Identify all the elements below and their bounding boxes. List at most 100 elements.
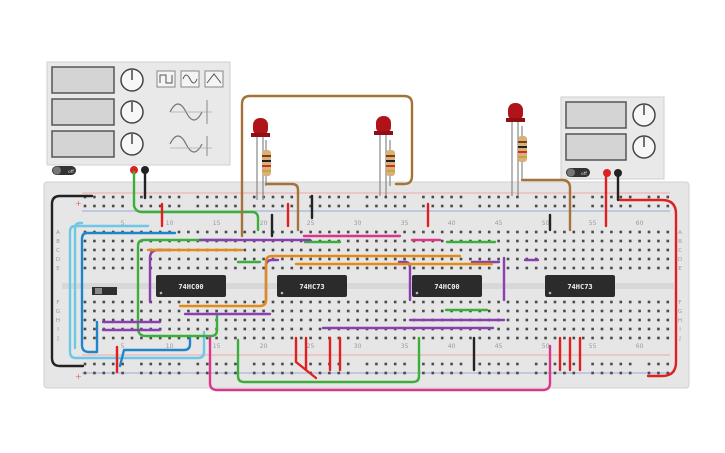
breadboard-hole[interactable]: [140, 257, 143, 261]
breadboard-hole[interactable]: [572, 309, 576, 313]
breadboard-hole[interactable]: [252, 300, 256, 304]
breadboard-hole[interactable]: [534, 318, 538, 322]
breadboard-hole[interactable]: [657, 327, 660, 331]
breadboard-hole[interactable]: [563, 230, 566, 234]
breadboard-hole[interactable]: [497, 309, 500, 313]
breadboard-hole[interactable]: [243, 230, 247, 234]
breadboard-hole[interactable]: [168, 309, 171, 313]
breadboard-hole[interactable]: [93, 318, 96, 322]
breadboard-hole[interactable]: [205, 327, 209, 331]
breadboard-hole[interactable]: [140, 195, 143, 199]
breadboard-hole[interactable]: [243, 266, 247, 270]
breadboard-hole[interactable]: [318, 266, 322, 270]
breadboard-hole[interactable]: [337, 248, 341, 252]
breadboard-hole[interactable]: [412, 257, 416, 261]
breadboard-hole[interactable]: [638, 248, 641, 252]
breadboard-hole[interactable]: [563, 362, 566, 366]
breadboard-hole[interactable]: [102, 300, 106, 304]
breadboard-hole[interactable]: [281, 300, 284, 304]
positive-terminal[interactable]: [130, 166, 138, 174]
breadboard-hole[interactable]: [657, 239, 660, 243]
breadboard-hole[interactable]: [234, 300, 237, 304]
breadboard-hole[interactable]: [111, 318, 115, 322]
breadboard-hole[interactable]: [412, 336, 416, 340]
breadboard-hole[interactable]: [497, 266, 500, 270]
breadboard-hole[interactable]: [459, 371, 463, 375]
breadboard-hole[interactable]: [196, 300, 200, 304]
breadboard-hole[interactable]: [384, 195, 388, 199]
breadboard-hole[interactable]: [657, 230, 660, 234]
breadboard-hole[interactable]: [440, 309, 444, 313]
breadboard-hole[interactable]: [234, 266, 237, 270]
breadboard-hole[interactable]: [262, 327, 265, 331]
sine-wave-icon[interactable]: [180, 70, 200, 88]
breadboard-hole[interactable]: [346, 300, 350, 304]
breadboard-hole[interactable]: [299, 230, 303, 234]
breadboard-hole[interactable]: [440, 371, 444, 375]
breadboard-hole[interactable]: [375, 195, 378, 199]
breadboard-hole[interactable]: [93, 327, 96, 331]
breadboard-hole[interactable]: [365, 300, 369, 304]
breadboard-hole[interactable]: [600, 195, 604, 199]
breadboard-hole[interactable]: [619, 309, 623, 313]
breadboard-hole[interactable]: [375, 318, 378, 322]
breadboard-hole[interactable]: [328, 230, 331, 234]
breadboard-hole[interactable]: [600, 239, 604, 243]
breadboard-hole[interactable]: [121, 309, 124, 313]
breadboard-hole[interactable]: [365, 318, 369, 322]
breadboard-hole[interactable]: [422, 248, 425, 252]
breadboard-hole[interactable]: [318, 195, 322, 199]
breadboard-hole[interactable]: [224, 266, 228, 270]
breadboard-hole[interactable]: [130, 300, 134, 304]
breadboard-hole[interactable]: [440, 336, 444, 340]
breadboard-hole[interactable]: [205, 230, 209, 234]
breadboard-hole[interactable]: [337, 309, 341, 313]
breadboard-hole[interactable]: [393, 362, 397, 366]
breadboard-hole[interactable]: [403, 257, 406, 261]
breadboard-hole[interactable]: [553, 204, 557, 208]
breadboard-hole[interactable]: [299, 327, 303, 331]
breadboard-hole[interactable]: [252, 230, 256, 234]
breadboard-hole[interactable]: [591, 362, 594, 366]
breadboard-hole[interactable]: [215, 195, 218, 199]
breadboard-hole[interactable]: [93, 362, 96, 366]
breadboard-hole[interactable]: [422, 195, 425, 199]
power-switch[interactable]: off: [52, 166, 76, 175]
breadboard-hole[interactable]: [187, 336, 190, 340]
breadboard-hole[interactable]: [158, 266, 162, 270]
breadboard-hole[interactable]: [365, 195, 369, 199]
breadboard-hole[interactable]: [337, 371, 341, 375]
breadboard-hole[interactable]: [572, 230, 576, 234]
breadboard-hole[interactable]: [111, 309, 115, 313]
breadboard-hole[interactable]: [572, 239, 576, 243]
breadboard-hole[interactable]: [431, 204, 435, 208]
breadboard-hole[interactable]: [581, 248, 585, 252]
breadboard-hole[interactable]: [657, 300, 660, 304]
breadboard-hole[interactable]: [506, 309, 510, 313]
breadboard-hole[interactable]: [356, 230, 359, 234]
breadboard-hole[interactable]: [375, 266, 378, 270]
breadboard-hole[interactable]: [234, 309, 237, 313]
wire-light-blue[interactable]: [68, 224, 206, 360]
breadboard-hole[interactable]: [290, 362, 294, 366]
breadboard-hole[interactable]: [591, 309, 594, 313]
breadboard-hole[interactable]: [356, 266, 359, 270]
breadboard-hole[interactable]: [581, 318, 585, 322]
breadboard-hole[interactable]: [563, 266, 566, 270]
breadboard-hole[interactable]: [149, 309, 153, 313]
breadboard-hole[interactable]: [365, 336, 369, 340]
breadboard-hole[interactable]: [647, 204, 651, 208]
breadboard-hole[interactable]: [328, 371, 331, 375]
breadboard-hole[interactable]: [290, 300, 294, 304]
breadboard-hole[interactable]: [83, 257, 87, 261]
breadboard-hole[interactable]: [591, 239, 594, 243]
breadboard-hole[interactable]: [281, 336, 284, 340]
breadboard-hole[interactable]: [224, 371, 228, 375]
breadboard-hole[interactable]: [506, 248, 510, 252]
breadboard-hole[interactable]: [628, 336, 632, 340]
breadboard-hole[interactable]: [177, 300, 181, 304]
breadboard-hole[interactable]: [318, 230, 322, 234]
breadboard-hole[interactable]: [365, 266, 369, 270]
breadboard-hole[interactable]: [638, 309, 641, 313]
breadboard-hole[interactable]: [149, 336, 153, 340]
